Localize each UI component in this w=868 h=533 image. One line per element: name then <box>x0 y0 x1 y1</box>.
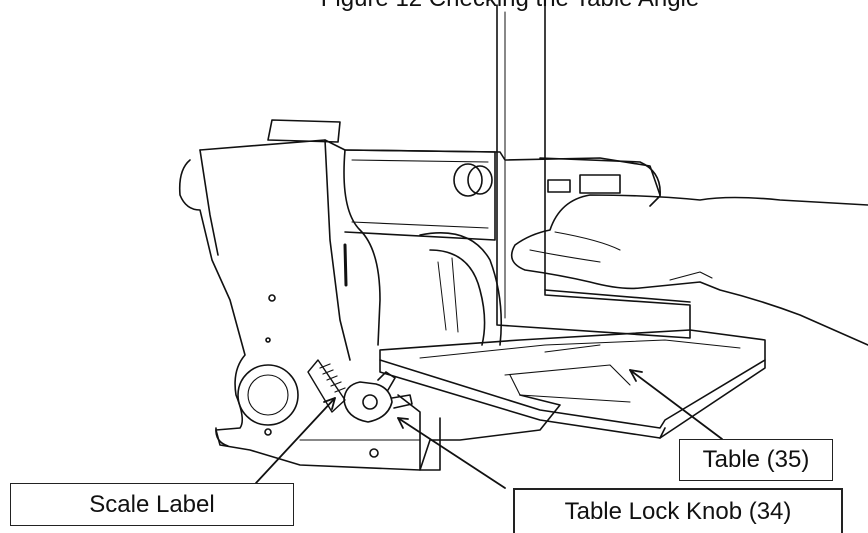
try-square-blade <box>496 4 691 339</box>
motor-cap <box>267 119 341 143</box>
figure-heading-cropped: Figure 12 Checking the Table Angle <box>300 0 720 12</box>
tilt-dial <box>237 364 299 426</box>
callout-table: Table (35) <box>679 439 833 481</box>
work-table <box>379 329 766 429</box>
housing-outline <box>178 159 561 471</box>
hand <box>510 194 868 346</box>
table-lock-knob-drawing <box>343 381 393 423</box>
leader-lines <box>255 369 723 489</box>
callout-table-lock-knob: Table Lock Knob (34) <box>513 488 843 533</box>
callout-scale-label: Scale Label <box>10 483 294 526</box>
sanding-drum <box>344 149 496 241</box>
